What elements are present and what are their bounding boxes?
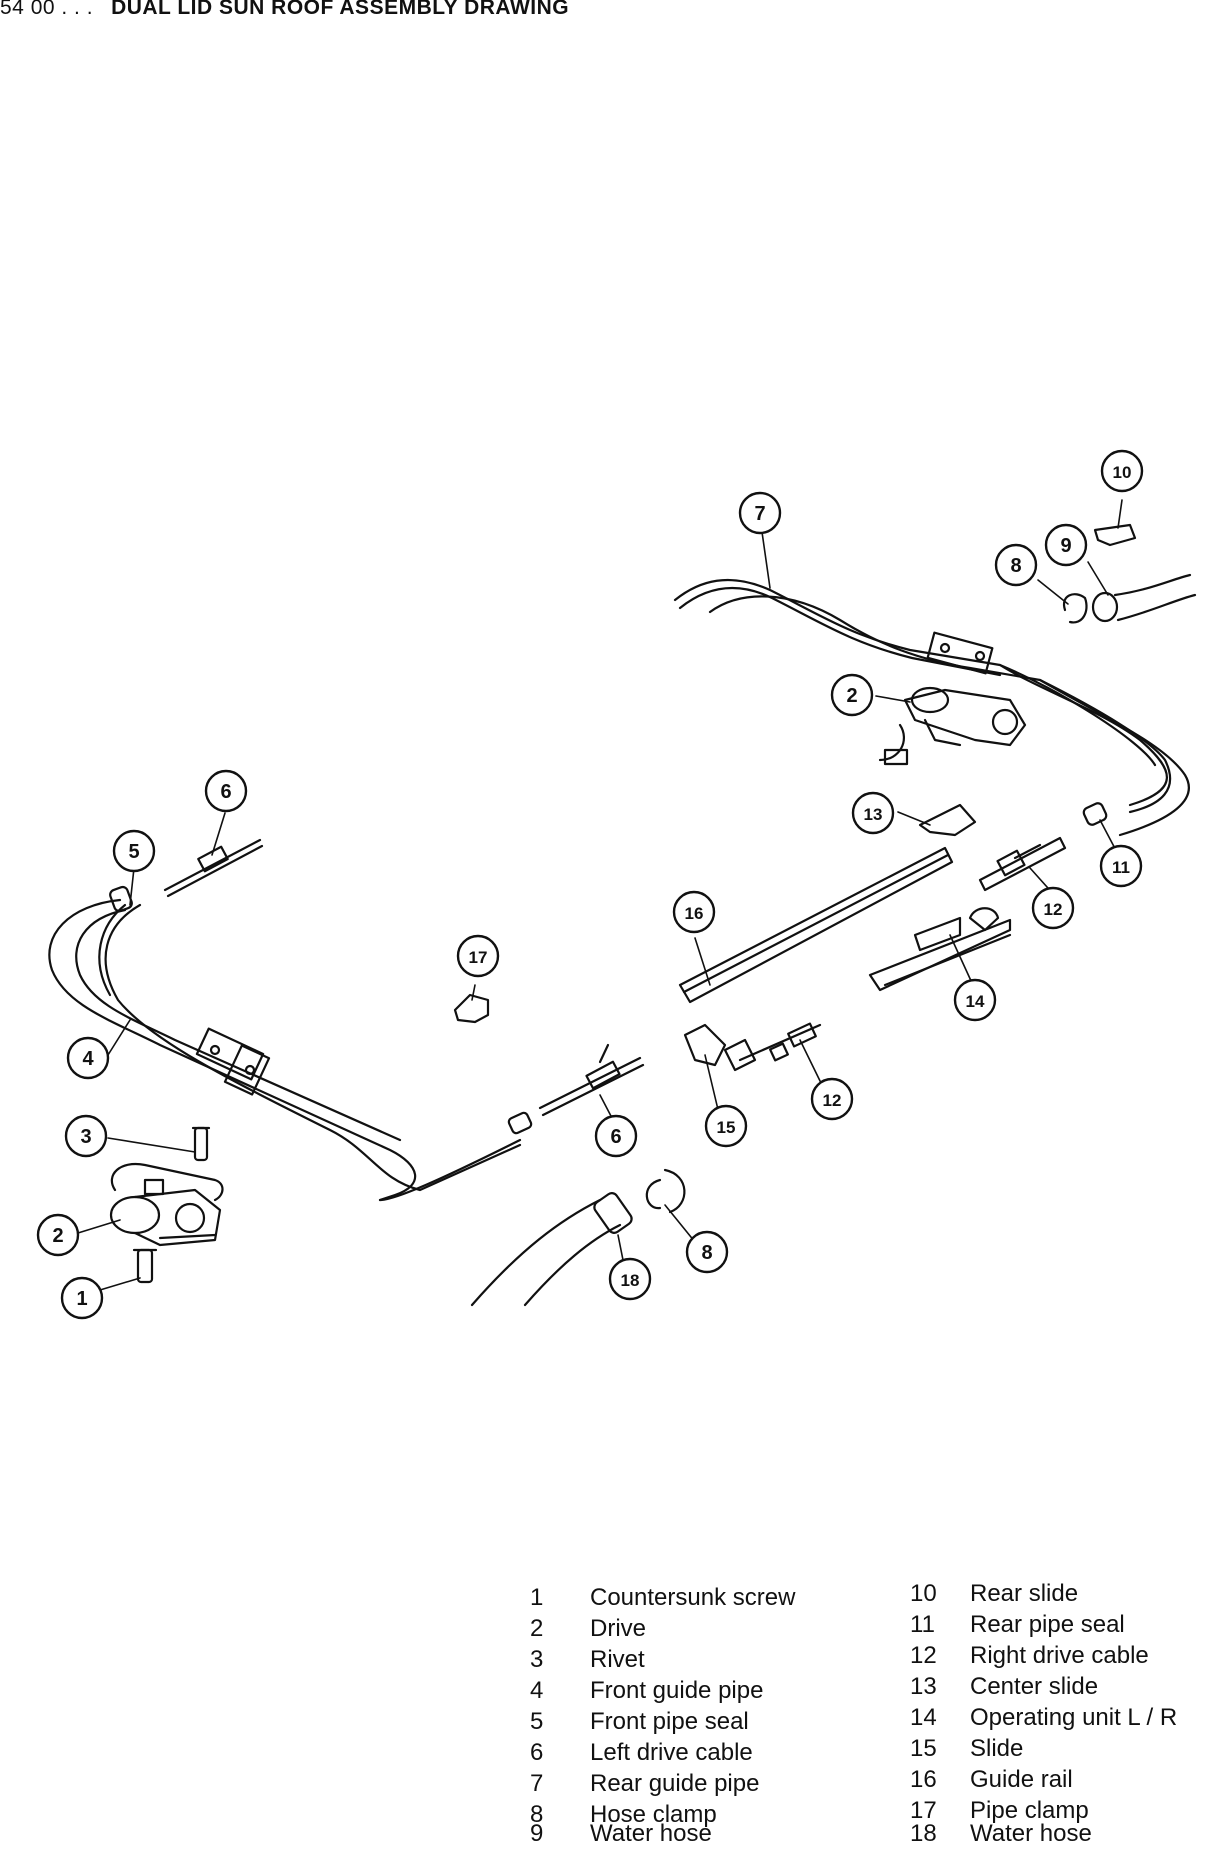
callout-9: 9 — [1044, 523, 1088, 567]
callout-number: 9 — [1060, 535, 1071, 557]
callout-number: 8 — [701, 1242, 712, 1264]
callout-number: 13 — [864, 805, 883, 824]
front-guide-pipe — [48, 898, 522, 1202]
callout-2: 2 — [36, 1213, 80, 1257]
callout-11: 11 — [1099, 844, 1143, 888]
callout-number: 12 — [1044, 900, 1063, 919]
callout-number: 6 — [610, 1126, 621, 1148]
rivet — [191, 1126, 211, 1162]
water-hose-rear — [1091, 573, 1197, 623]
callout-13: 13 — [851, 791, 895, 835]
callout-10: 10 — [1100, 449, 1144, 493]
callout-number: 5 — [128, 841, 139, 863]
callout-4: 4 — [66, 1036, 110, 1080]
callout-number: 18 — [621, 1271, 640, 1290]
callout-number: 10 — [1113, 463, 1132, 482]
rear-pipe-seal — [1082, 802, 1108, 826]
callout-number: 1 — [76, 1288, 87, 1310]
pipe-clamp — [453, 993, 490, 1024]
callout-8: 8 — [994, 543, 1038, 587]
guide-rail — [678, 846, 954, 1004]
right-drive-cable-upper — [978, 836, 1067, 892]
callout-14: 14 — [953, 978, 997, 1022]
callout-2: 2 — [830, 673, 874, 717]
rear-slide — [1093, 523, 1137, 547]
countersunk-screw — [132, 1248, 158, 1284]
callout-7: 7 — [738, 491, 782, 535]
callout-number: 16 — [685, 904, 704, 923]
drive-motor-rear — [878, 686, 1027, 766]
operating-unit — [868, 907, 1012, 992]
callout-12: 12 — [810, 1077, 854, 1121]
hose-clamp-front — [645, 1168, 686, 1214]
water-hose-front — [470, 1192, 633, 1307]
callout-number: 7 — [754, 503, 765, 525]
callout-number: 2 — [52, 1225, 63, 1247]
front-pipe-bracket — [195, 1027, 271, 1096]
center-slide — [918, 803, 977, 837]
callout-12: 12 — [1031, 886, 1075, 930]
callout-number: 17 — [469, 948, 488, 967]
callout-number: 14 — [966, 992, 985, 1011]
page-header: 54 00 . . . DUAL LID SUN ROOF ASSEMBLY DR… — [0, 0, 569, 20]
callout-number: 6 — [220, 781, 231, 803]
front-end-seal — [507, 1111, 533, 1135]
hose-clamp-rear — [1062, 593, 1088, 624]
right-drive-cable-lower — [738, 1022, 822, 1062]
left-drive-cable-lower — [538, 1043, 645, 1117]
section-code: 54 00 . . . — [0, 0, 94, 19]
callout-3: 3 — [64, 1114, 108, 1158]
callout-8: 8 — [685, 1230, 729, 1274]
callout-number: 11 — [1112, 858, 1130, 877]
left-drive-cable-upper — [163, 838, 264, 898]
slide — [683, 1023, 757, 1072]
callout-15: 15 — [704, 1104, 748, 1148]
rear-guide-pipe — [673, 578, 1190, 837]
callout-number: 3 — [80, 1126, 91, 1148]
callout-1: 1 — [60, 1276, 104, 1320]
callout-18: 18 — [608, 1257, 652, 1301]
callout-number: 2 — [846, 685, 857, 707]
callout-6: 6 — [594, 1114, 638, 1158]
callout-5: 5 — [112, 829, 156, 873]
callout-6: 6 — [204, 769, 248, 813]
callout-number: 8 — [1010, 555, 1021, 577]
callout-number: 15 — [717, 1118, 736, 1137]
front-pipe-seal — [109, 885, 133, 913]
callout-17: 17 — [456, 934, 500, 978]
callout-16: 16 — [672, 890, 716, 934]
rear-pipe-bracket — [926, 631, 994, 675]
drive-motor-front — [109, 1162, 224, 1247]
callout-number: 12 — [823, 1091, 842, 1110]
page-title: DUAL LID SUN ROOF ASSEMBLY DRAWING — [111, 0, 570, 19]
callout-number: 4 — [82, 1048, 94, 1070]
